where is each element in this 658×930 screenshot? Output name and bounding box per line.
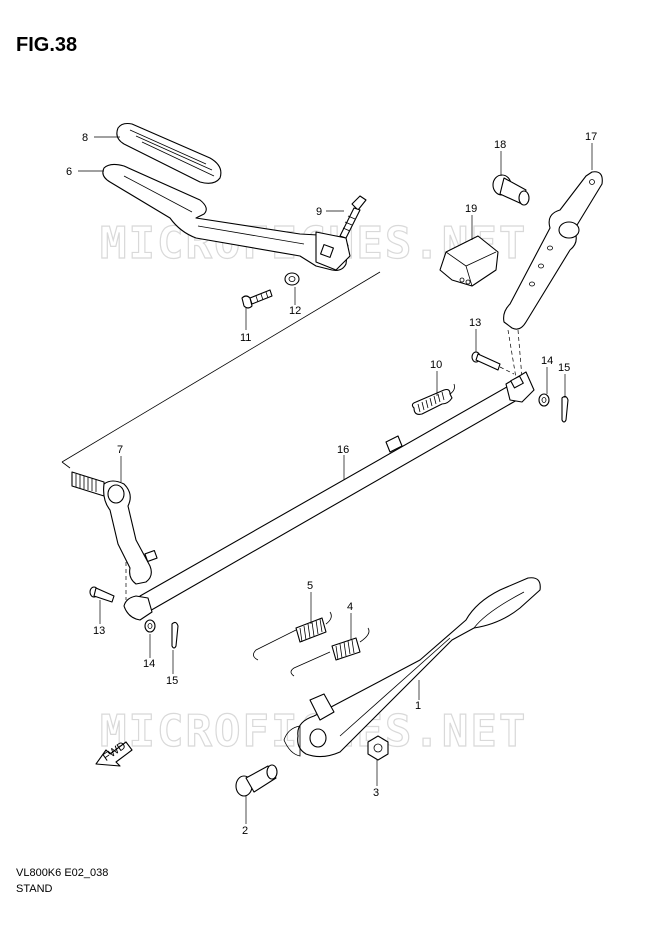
callout-9: 9 (316, 206, 322, 218)
part-11-bolt (241, 289, 273, 309)
callout-12: 12 (289, 305, 301, 317)
part-7-lever (71, 471, 158, 585)
forward-direction-arrow: FWD (95, 740, 133, 767)
callout-8: 8 (82, 132, 88, 144)
callout-3: 3 (373, 787, 379, 799)
part-12-nut (284, 272, 300, 286)
callout-14-upper: 14 (541, 355, 553, 367)
part-19-cover (439, 235, 499, 287)
callout-15-upper: 15 (558, 362, 570, 374)
callout-4: 4 (347, 601, 353, 613)
callout-19: 19 (465, 203, 477, 215)
callout-16: 16 (337, 444, 349, 456)
part-1-side-stand (283, 577, 541, 758)
callout-11: 11 (240, 332, 251, 344)
part-3-nut (367, 735, 389, 761)
part-6-pedal-arm (102, 163, 351, 271)
callout-13-upper: 13 (469, 317, 481, 329)
part-18-pivot-bolt (492, 174, 530, 206)
callout-13-lower: 13 (93, 625, 105, 637)
callout-14-lower: 14 (143, 658, 155, 670)
callout-10: 10 (430, 359, 442, 371)
callout-6: 6 (66, 166, 72, 178)
part-5-spring (253, 611, 332, 661)
part-13-pin-upper (471, 351, 501, 371)
alignment-dash-2 (517, 329, 523, 379)
part-15-cotter-pin-lower (171, 621, 179, 649)
part-10-spring (411, 383, 455, 415)
reference-line-upper (61, 271, 381, 463)
reference-line-tick (61, 461, 71, 469)
callout-15-lower: 15 (166, 675, 178, 687)
diagram-name: STAND (16, 883, 53, 895)
part-2-pivot-bolt (235, 764, 278, 797)
part-17-link-arm (503, 171, 603, 330)
figure-title: FIG.38 (16, 34, 78, 56)
callout-18: 18 (494, 139, 506, 151)
callout-5: 5 (307, 580, 313, 592)
part-14-washer-lower (144, 619, 156, 633)
part-4-spring (290, 627, 370, 677)
callout-7: 7 (117, 444, 123, 456)
callout-2: 2 (242, 825, 248, 837)
part-8-pedal-rubber (116, 122, 222, 184)
part-15-cotter-pin-upper (561, 395, 569, 423)
part-16-stand-shaft (123, 371, 535, 621)
part-13-pin-lower (89, 586, 115, 603)
part-9-bolt (339, 195, 367, 239)
callout-1: 1 (415, 700, 421, 712)
diagram-code: VL800K6 E02_038 (16, 867, 109, 879)
part-14-washer-upper (538, 393, 550, 407)
alignment-dash-1 (507, 329, 517, 379)
leader-lines (78, 136, 593, 824)
pin-dash-upper (499, 366, 515, 375)
callout-17: 17 (585, 131, 597, 143)
